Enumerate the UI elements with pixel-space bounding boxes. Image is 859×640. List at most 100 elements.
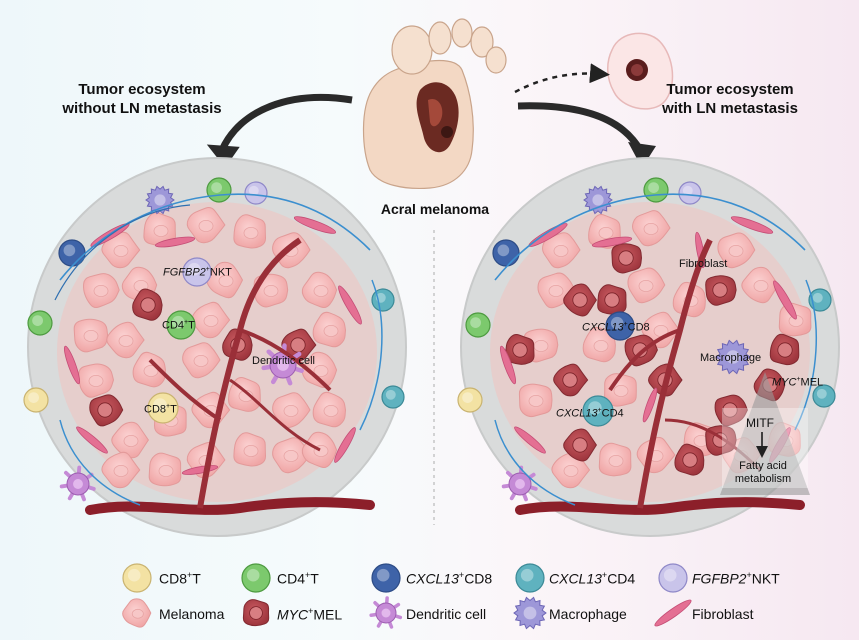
legend-label-fgfbp2-nkt: FGFBP2+NKT bbox=[692, 570, 780, 587]
right-heading-line1: Tumor ecosystem bbox=[666, 81, 794, 98]
legend-label-fibroblast: Fibroblast bbox=[692, 606, 754, 622]
fibroblast-cell bbox=[338, 285, 362, 325]
melanoma-nucleus bbox=[153, 224, 169, 237]
melanoma-nucleus bbox=[83, 329, 99, 342]
melanoma-nucleus bbox=[753, 279, 769, 292]
cd8-t-cell bbox=[147, 392, 179, 424]
melanoma-nucleus bbox=[198, 219, 214, 232]
label-fgfbp2-nkt: FGFBP2+NKT bbox=[163, 266, 232, 279]
melanoma-nucleus bbox=[283, 449, 299, 462]
macrophage-icon bbox=[513, 596, 547, 630]
melanoma-nucleus bbox=[243, 226, 259, 239]
legend-label-cd8-t: CD8+T bbox=[159, 570, 201, 587]
label-cxcl13-cd8: CXCL13+CD8 bbox=[582, 321, 650, 334]
cd8-t-cell-icon bbox=[122, 563, 152, 593]
melanoma-nucleus bbox=[113, 464, 129, 477]
legend-label-cd4-t: CD4+T bbox=[277, 570, 319, 587]
myc-mel-nucleus bbox=[712, 282, 728, 298]
melanoma-nucleus bbox=[598, 226, 614, 239]
melanoma-nucleus bbox=[131, 608, 144, 619]
legend-label-cxcl13-cd4: CXCL13+CD4 bbox=[549, 570, 636, 587]
melanoma-nucleus bbox=[643, 222, 659, 235]
melanoma-nucleus bbox=[593, 339, 609, 352]
myc-mel-nucleus bbox=[562, 372, 578, 388]
macrophage bbox=[583, 185, 613, 215]
fatty-acid-line2: metabolism bbox=[734, 473, 792, 485]
label-dendritic-cell: Dendritic cell bbox=[252, 355, 315, 367]
cd4-t-cell bbox=[166, 310, 196, 340]
label-myc-mel: MYC+MEL bbox=[772, 376, 824, 389]
cxcl13-cd4-cell bbox=[808, 288, 832, 312]
left-tumor-ecosystem bbox=[23, 157, 407, 537]
cd8-t-cell bbox=[23, 387, 49, 413]
melanoma-nucleus bbox=[323, 324, 339, 337]
right-heading-line2: with LN metastasis bbox=[662, 100, 798, 117]
melanoma-nucleus bbox=[203, 314, 219, 327]
mitf-pathway-shape bbox=[720, 372, 810, 495]
myc-mel-nucleus bbox=[97, 402, 113, 418]
label-fibroblast: Fibroblast bbox=[679, 258, 728, 270]
right-heading: Tumor ecosystem with LN metastasis bbox=[610, 80, 850, 118]
fibroblast-cell bbox=[499, 345, 517, 385]
legend-label-cxcl13-cd8: CXCL13+CD8 bbox=[406, 570, 493, 587]
melanoma-nucleus bbox=[608, 454, 624, 467]
fibroblast-cell bbox=[730, 216, 774, 234]
macrophage bbox=[145, 185, 175, 215]
melanoma-nucleus bbox=[88, 374, 104, 387]
nkt-cell bbox=[244, 181, 268, 205]
melanoma-nucleus bbox=[553, 244, 569, 257]
fibroblast-cell bbox=[63, 345, 81, 385]
fibroblast-cell bbox=[514, 426, 546, 454]
myc-mel-nucleus bbox=[572, 437, 588, 453]
label-cxcl13-cd4: CXCL13+CD4 bbox=[556, 407, 624, 420]
melanoma-nucleus bbox=[243, 444, 259, 457]
right-tumor-ecosystem bbox=[457, 157, 840, 537]
myc-mel-nucleus bbox=[682, 452, 698, 468]
myc-mel-nucleus bbox=[290, 337, 306, 353]
left-heading-line2: without LN metastasis bbox=[62, 100, 222, 117]
fibroblast-cell bbox=[154, 236, 196, 248]
cd4-t-cell bbox=[465, 312, 491, 338]
cxcl13-cd4-cell bbox=[582, 395, 614, 427]
melanoma-nucleus bbox=[218, 274, 234, 287]
myc-mel-nucleus bbox=[777, 342, 793, 358]
arrow-right bbox=[517, 102, 644, 152]
melanoma-nucleus bbox=[283, 404, 299, 417]
cd4-t-cell bbox=[27, 310, 53, 336]
melanoma-nucleus bbox=[533, 339, 549, 352]
fibroblast-cell bbox=[642, 387, 658, 423]
arrow-dashed bbox=[514, 63, 610, 94]
fibroblast-cell bbox=[293, 216, 337, 234]
myc-mel-nucleus bbox=[572, 292, 588, 308]
melanoma-nucleus bbox=[158, 464, 174, 477]
melanoma-nucleus bbox=[313, 364, 329, 377]
melanoma-nucleus bbox=[728, 244, 744, 257]
melanoma-nucleus bbox=[123, 434, 139, 447]
arrow-left bbox=[218, 93, 353, 152]
myc-mel-nucleus bbox=[249, 606, 263, 620]
cxcl13-cd8-cell-icon bbox=[371, 563, 401, 593]
macrophage bbox=[715, 339, 751, 375]
melanoma-nucleus bbox=[313, 284, 329, 297]
label-macrophage: Macrophage bbox=[700, 352, 762, 364]
myc-mel-nucleus bbox=[618, 250, 634, 266]
cxcl13-cd4-cell-icon bbox=[515, 563, 545, 593]
left-heading-line1: Tumor ecosystem bbox=[78, 81, 206, 98]
melanoma-nucleus bbox=[638, 279, 654, 292]
myc-mel-nucleus bbox=[722, 402, 738, 418]
melanoma-nucleus bbox=[93, 284, 109, 297]
melanoma-nucleus bbox=[323, 404, 339, 417]
fibroblast-cell bbox=[76, 426, 108, 454]
melanoma-nucleus bbox=[143, 364, 159, 377]
nkt-cell-icon bbox=[658, 563, 688, 593]
fatty-acid-line1: Fatty acid bbox=[739, 460, 787, 472]
label-mitf: MITF bbox=[746, 416, 774, 430]
melanoma-nucleus bbox=[528, 394, 544, 407]
nkt-cell bbox=[182, 257, 212, 287]
melanoma-nucleus bbox=[263, 284, 279, 297]
cd8-t-cell bbox=[457, 387, 483, 413]
melanoma-nucleus bbox=[613, 384, 629, 397]
myc-mel-nucleus bbox=[604, 292, 620, 308]
left-heading: Tumor ecosystem without LN metastasis bbox=[22, 80, 262, 118]
